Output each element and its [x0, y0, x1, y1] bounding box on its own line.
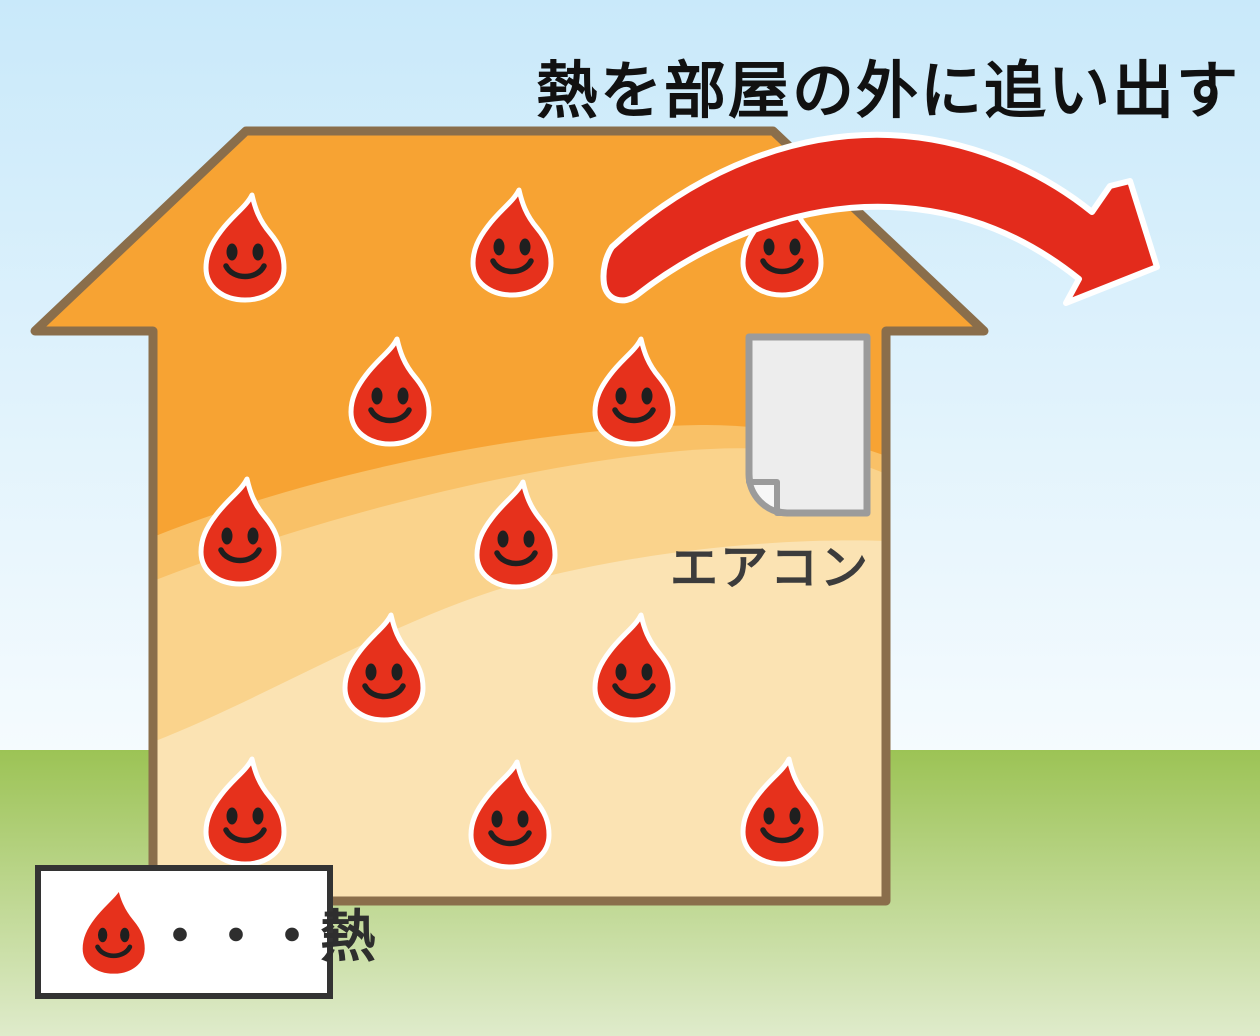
house-outline: [30, 126, 989, 906]
heat-band-4: [153, 540, 886, 901]
heat-exhaust-arrow: [600, 131, 1160, 306]
diagram-title: 熱を部屋の外に追い出す: [536, 57, 1240, 126]
legend-label: ・・・熱: [152, 905, 376, 968]
air-conditioner: エアコン: [670, 333, 871, 595]
air-conditioner-fold: [746, 471, 790, 516]
wall-heat-bands: [153, 424, 886, 901]
legend-box: ・・・熱: [35, 865, 376, 999]
air-conditioner-label: エアコン: [670, 542, 870, 595]
